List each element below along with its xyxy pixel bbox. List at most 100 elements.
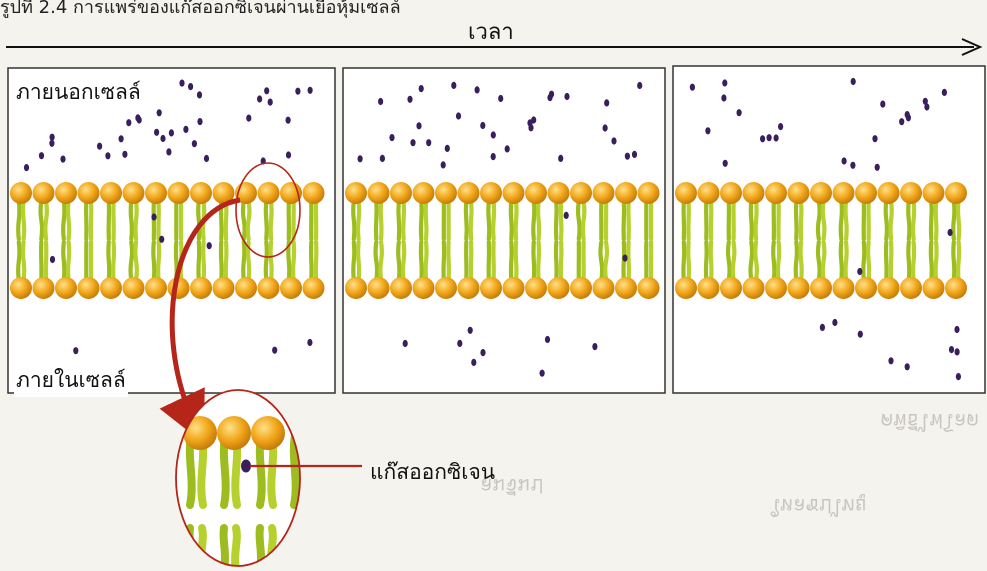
phosphate-head [615,182,637,204]
phosphate-head [390,277,412,299]
lipid-tail [796,242,797,280]
phosphate-head [413,182,435,204]
oxygen-molecule [50,134,55,141]
phosphate-head [878,182,900,204]
oxygen-molecule [426,139,431,146]
oxygen-molecule [39,152,44,159]
oxygen-molecule [154,129,159,136]
oxygen-molecule [491,153,496,160]
phosphate-head [765,182,787,204]
oxygen-label: แก๊สออกซิเจน [370,456,495,489]
lipid-tail [448,242,449,280]
lipid-tail [421,201,422,239]
lipid-tail [845,201,846,239]
lipid-tail [135,201,136,239]
oxygen-molecule [858,331,863,338]
phosphate-head [503,182,525,204]
lipid-tail [353,201,354,239]
oxygen-molecule [179,80,184,87]
oxygen-molecule [549,91,554,98]
oxygen-molecule [625,153,630,160]
phosphate-head [10,182,32,204]
oxygen-molecule [207,242,212,249]
lipid-tail [426,201,427,239]
lipid-tail [751,242,753,280]
lipid-tail [823,201,825,239]
lipid-tail [266,242,267,280]
oxygen-molecule [204,155,209,162]
lipid-tail [398,201,399,239]
oxygen-molecule [151,213,156,220]
oxygen-molecule [451,82,456,89]
oxygen-molecule [24,164,29,171]
lipid-tail [488,201,489,239]
lipid-tail [913,201,914,239]
lipid-tail [953,242,954,280]
phosphate-head [675,277,697,299]
lipid-tail [886,201,887,239]
oxygen-molecule [268,99,273,106]
oxygen-molecule [622,255,627,262]
lipid-tail [818,242,820,280]
oxygen-molecule [480,349,485,356]
oxygen-molecule [97,143,102,150]
oxygen-molecule [60,156,65,163]
time-axis-label: เวลา [468,14,514,49]
phosphate-head [525,277,547,299]
phosphate-head [698,182,720,204]
oxygen-molecule [880,101,885,108]
phosphate-head [855,277,877,299]
oxygen-molecule [192,140,197,147]
oxygen-molecule [105,152,110,159]
lipid-tail [800,242,801,280]
phosphate-head [183,416,217,450]
lipid-tail [198,242,199,280]
oxygen-molecule [286,117,291,124]
oxygen-molecule [888,357,893,364]
oxygen-molecule [380,155,385,162]
lipid-tail [358,201,359,239]
lipid-tail [706,242,707,280]
oxygen-molecule [923,98,928,105]
oxygen-molecule [389,134,394,141]
lipid-tail [756,201,757,239]
phosphate-head [675,182,697,204]
lipid-tail [583,201,584,239]
lipid-tail [751,201,752,239]
oxygen-molecule [767,134,772,141]
oxygen-molecule [690,84,695,91]
oxygen-molecule [905,111,910,118]
oxygen-molecule [169,129,174,136]
oxygen-molecule [197,91,202,98]
lipid-tail [63,201,64,239]
oxygen-molecule [135,114,140,121]
oxygen-molecule [842,157,847,164]
lipid-tail [801,201,802,239]
lipid-tail [868,242,869,280]
oxygen-molecule [875,164,880,171]
lipid-tail [23,242,24,280]
phosphate-head [251,416,285,450]
phosphate-head [33,182,55,204]
lipid-tail [380,242,382,280]
lipid-tail [688,242,689,280]
oxygen-molecule [416,122,421,129]
oxygen-molecule [722,79,727,86]
phosphate-head [503,277,525,299]
lipid-tail [628,242,629,280]
lipid-tail [243,201,245,239]
phosphate-head [145,182,167,204]
oxygen-molecule [528,124,533,131]
lipid-tail [271,201,272,239]
phosphate-head [100,182,122,204]
lipid-tail [271,242,272,280]
phosphate-head [593,182,615,204]
oxygen-molecule [592,343,597,350]
oxygen-molecule [475,86,480,93]
oxygen-molecule [410,139,415,146]
oxygen-molecule [126,119,131,126]
oxygen-molecule [122,151,127,158]
oxygen-molecule [407,96,412,103]
oxygen-molecule [832,319,837,326]
lipid-tail [135,242,137,280]
